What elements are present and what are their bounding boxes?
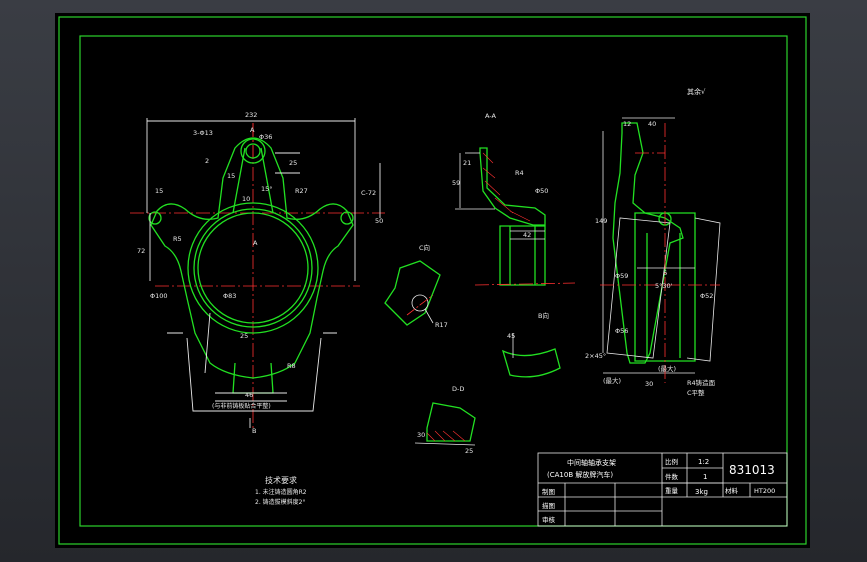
tech-req-item-1: 1. 未注铸造圆角R2 — [255, 488, 307, 496]
weight-label: 重量 — [665, 487, 679, 495]
dim-c72: C-72 — [361, 189, 376, 197]
dim-25-lower: 25 — [240, 332, 248, 340]
scale-label: 比例 — [665, 457, 678, 466]
section-d-d-view: D-D 30 25 — [414, 385, 476, 455]
section-a-a-title: A-A — [485, 112, 497, 120]
dim-dd-30: 30 — [417, 431, 425, 439]
view-c-title: C向 — [419, 243, 430, 252]
dim-232: 232 — [245, 111, 257, 119]
drawing-canvas: 232 3-Φ13 Φ36 2 25 15 15° 10 C-72 15 R27… — [58, 16, 807, 545]
dim-r8: R8 — [287, 362, 296, 370]
section-d-d-title: D-D — [452, 385, 464, 393]
view-c: C向 R17 — [384, 243, 448, 329]
dim-side-max-left: (最大) — [603, 376, 621, 385]
row-drafter: 制图 — [542, 487, 555, 496]
label-a-top: A — [250, 126, 255, 134]
dim-15-left: 15 — [155, 187, 163, 195]
dim-side-phi52: Φ52 — [700, 292, 713, 300]
dim-aa-59: 59 — [452, 179, 460, 187]
dim-aa-42: 42 — [523, 231, 531, 239]
dim-phi83: Φ83 — [223, 292, 236, 300]
dim-side-phi59: Φ59 — [615, 272, 628, 280]
base-note: (与非前铸板贴合平整) — [212, 402, 271, 410]
dim-phi36: Φ36 — [259, 133, 272, 141]
dim-3-holes: 3-Φ13 — [193, 129, 213, 137]
view-b: B向 45 — [501, 311, 561, 378]
row-tracer: 描图 — [542, 501, 555, 510]
dim-aa-phi50: Φ50 — [535, 187, 548, 195]
dim-15: 15 — [227, 172, 235, 180]
scale-value: 1:2 — [698, 458, 709, 466]
dim-side-30: 30 — [645, 380, 653, 388]
view-b-title: B向 — [538, 311, 549, 320]
drawing-number: 831013 — [729, 463, 775, 477]
dim-r27: R27 — [295, 187, 308, 195]
dim-50: 50 — [375, 217, 383, 225]
dim-c-r17: R17 — [435, 321, 448, 329]
part-name: 中间轴轴承支架 — [567, 458, 616, 467]
technical-requirements: 技术要求 1. 未注铸造圆角R2 2. 铸造拔模斜度2° — [255, 475, 307, 506]
drawing-sheet: 232 3-Φ13 Φ36 2 25 15 15° 10 C-72 15 R27… — [55, 13, 810, 548]
dim-10: 10 — [242, 195, 250, 203]
dim-side-6: 6 — [663, 269, 667, 277]
dim-side-149: 149 — [595, 217, 607, 225]
dim-side-chamfer: 2×45° — [585, 352, 606, 360]
count-value: 1 — [703, 473, 707, 481]
row-reviewer: 审核 — [542, 515, 556, 524]
model-line: (CA10B 解放牌汽车) — [547, 470, 613, 479]
inner-frame — [79, 35, 788, 527]
tech-req-title: 技术要求 — [265, 475, 297, 485]
material-value: HT200 — [754, 487, 775, 495]
dim-r5: R5 — [173, 235, 182, 243]
note-side-flat: C平整 — [687, 388, 705, 397]
note-side-cast-face: R4铸造面 — [687, 378, 716, 387]
weight-value: 3kg — [695, 488, 708, 496]
dim-72: 72 — [137, 247, 145, 255]
tech-req-item-2: 2. 铸造拔模斜度2° — [255, 498, 305, 506]
outer-frame — [58, 16, 807, 545]
dim-side-phi56: Φ56 — [615, 327, 628, 335]
dim-25: 25 — [289, 159, 297, 167]
dim-2: 2 — [205, 157, 209, 165]
dim-dd-25: 25 — [465, 447, 473, 455]
dim-side-angle: 5°30' — [655, 282, 673, 290]
section-a-a-view: A-A 21 59 R4 Φ50 42 — [452, 112, 576, 286]
dim-aa-21: 21 — [463, 159, 471, 167]
label-a-center: A — [253, 239, 258, 247]
roughness-note: 其余√ — [687, 87, 706, 96]
dim-phi100: Φ100 — [150, 292, 168, 300]
dim-side-max-right: (最大) — [658, 364, 676, 373]
dim-aa-r4: R4 — [515, 169, 524, 177]
dim-b-45: 45 — [507, 332, 515, 340]
dim-46: 46 — [245, 391, 253, 399]
side-view: 12 40 149 Φ59 Φ52 6 5°30' Φ56 2×45° 30 (… — [585, 117, 721, 397]
dim-side-12: 12 — [623, 120, 631, 128]
title-block: 中间轴轴承支架 (CA10B 解放牌汽车) 比例 1:2 件数 1 831013… — [537, 452, 788, 527]
main-view: 232 3-Φ13 Φ36 2 25 15 15° 10 C-72 15 R27… — [130, 111, 385, 435]
count-label: 件数 — [665, 472, 679, 481]
dim-15deg: 15° — [261, 185, 273, 193]
label-b: B — [252, 427, 256, 435]
dim-side-40: 40 — [648, 120, 656, 128]
material-label: 材料 — [725, 486, 739, 495]
